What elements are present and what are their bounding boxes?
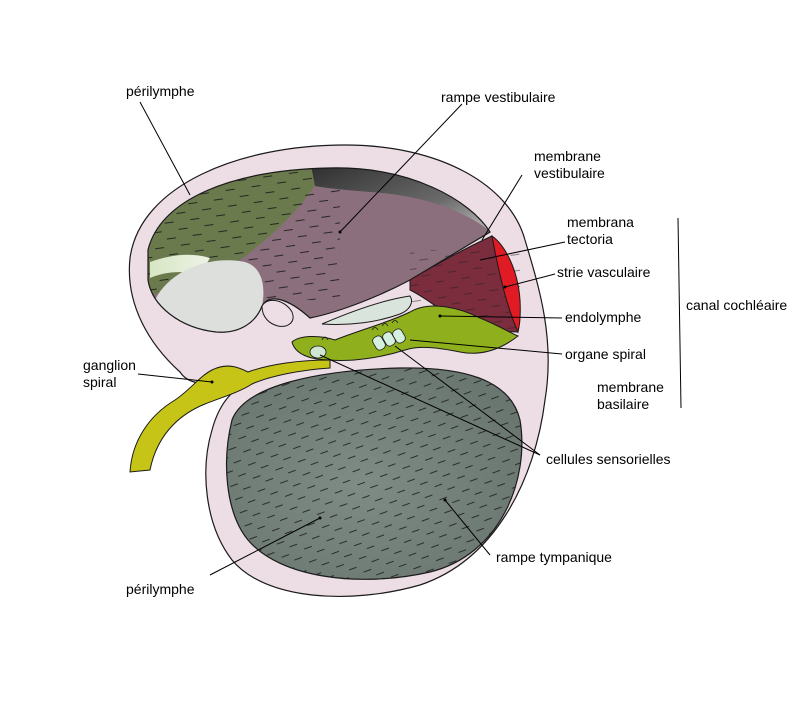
label-ganglion-spiral-1: ganglion (83, 357, 136, 373)
endolymph-space (321, 295, 413, 325)
label-ganglion-spiral-2: spiral (83, 374, 116, 390)
label-canal-cochleaire: canal cochléaire (686, 297, 787, 313)
label-membrane-basilaire-2: basilaire (597, 396, 649, 412)
scala-tympani-hatching (226, 367, 522, 580)
label-membrana-tectoria-1: membrana (567, 214, 634, 230)
label-perilymphe-bottom: périlymphe (126, 581, 195, 597)
label-membrane-vestibulaire-1: membrane (534, 148, 601, 164)
stria-vascularis-red (491, 234, 521, 334)
spiral-limbus (261, 299, 294, 327)
label-endolymphe: endolymphe (565, 309, 641, 325)
leader-lines (137, 101, 682, 576)
label-strie-vasculaire: strie vasculaire (557, 264, 651, 280)
label-rampe-vestibulaire: rampe vestibulaire (441, 89, 556, 105)
label-membrane-basilaire-1: membrane (597, 379, 664, 395)
spiral-ganglion-nerve (129, 359, 331, 473)
hair-cells (309, 320, 406, 359)
label-rampe-tympanique: rampe tympanique (496, 549, 612, 565)
organ-of-corti-base (291, 305, 520, 361)
label-cellules-sensorielles: cellules sensorielles (546, 451, 671, 467)
label-membrana-tectoria-2: tectoria (567, 231, 613, 247)
label-membrane-vestibulaire-2: vestibulaire (534, 165, 605, 181)
label-organe-spiral: organe spiral (565, 346, 646, 362)
label-perilymphe-top: périlymphe (126, 83, 195, 99)
